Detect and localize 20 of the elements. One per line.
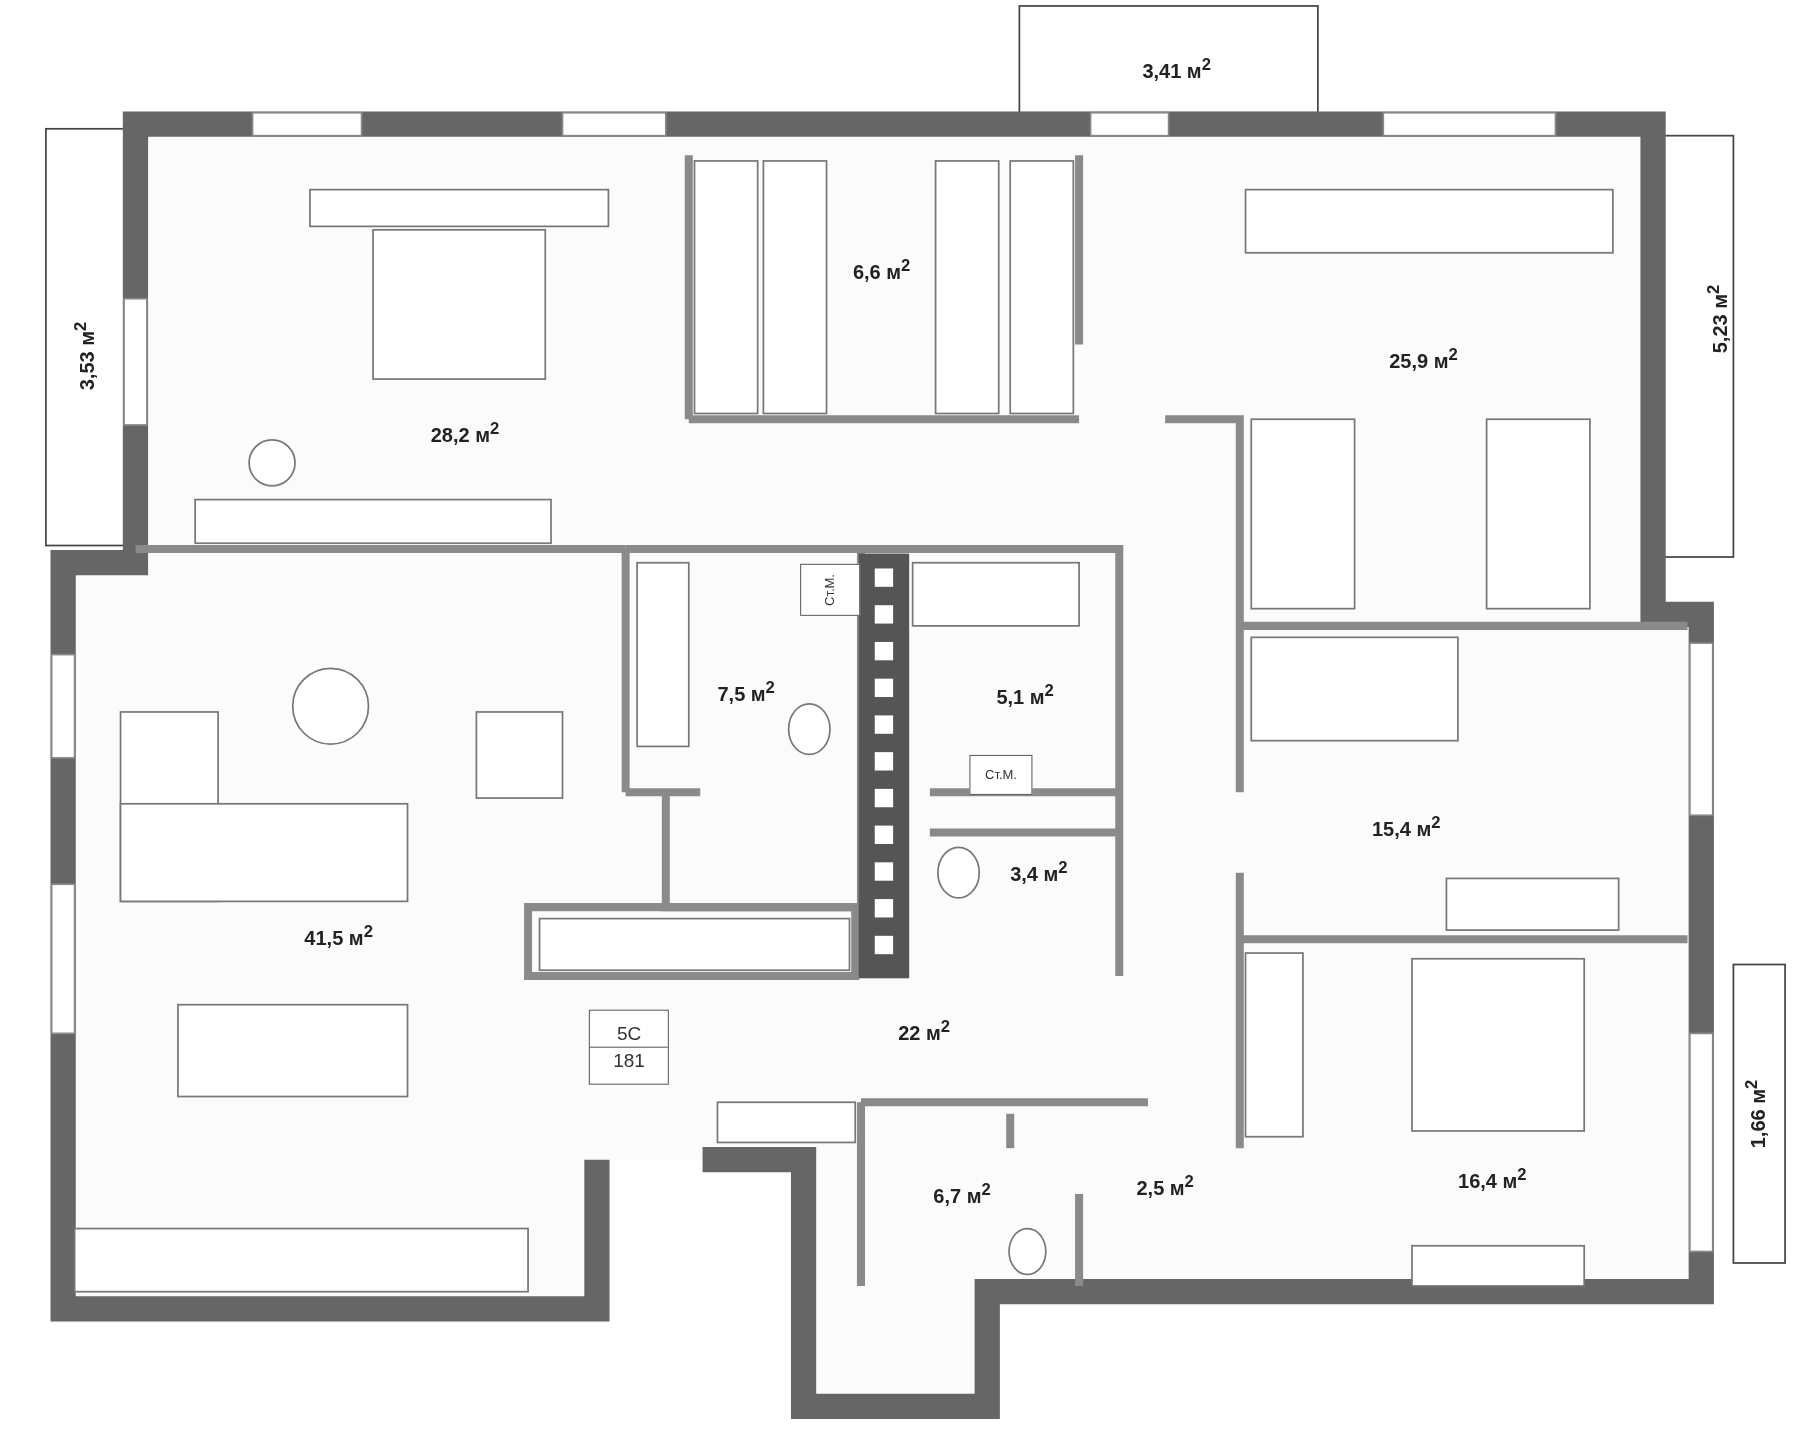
washer-box (800, 564, 860, 616)
area-label: 6,7 м$^{2}$ (933, 1180, 991, 1208)
box-text: 181 (589, 1046, 669, 1074)
area-label: 7,5 м$^{2}$ (717, 678, 775, 707)
area-label: 3,41 м$^{2}$ (1142, 55, 1211, 83)
box-text: Ст.М. (822, 574, 838, 607)
area-label: 41,5 м$^{2}$ (304, 921, 373, 950)
area-label: 16,4 м$^{2}$ (1458, 1165, 1527, 1193)
area-label: 3,4 м$^{2}$ (1010, 858, 1068, 887)
area-label: 15,4 м$^{2}$ (1372, 812, 1441, 841)
washer-box (969, 754, 1033, 795)
area-label: 5,1 м$^{2}$ (996, 680, 1054, 709)
area-label: 28,2 м$^{2}$ (430, 418, 500, 447)
area-label: 22 м$^{2}$ (898, 1017, 951, 1045)
area-label: 6,6 м$^{2}$ (852, 255, 911, 284)
area-label: 2,5 м$^{2}$ (1136, 1172, 1194, 1200)
apartment-number-plate (588, 1009, 670, 1085)
area-label: 25,9 м$^{2}$ (1389, 345, 1458, 374)
box-text: Ст.М. (985, 767, 1017, 783)
box-text: 5C (616, 1021, 642, 1046)
